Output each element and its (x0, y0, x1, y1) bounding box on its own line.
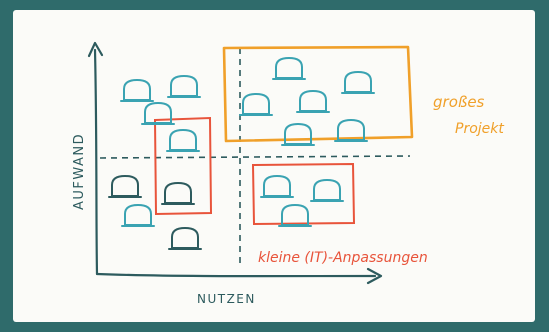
item-dome-15 (263, 175, 291, 197)
item-dome-17 (281, 204, 309, 226)
item-dome-6 (164, 182, 192, 204)
small-changes-label: kleine (IT)-Anpassungen (258, 250, 428, 266)
item-dome-13 (284, 123, 312, 145)
y-axis-label: AUFWAND (72, 133, 87, 210)
item-dome-3 (144, 102, 172, 124)
item-dome-14 (337, 119, 365, 141)
y-axis (87, 41, 104, 276)
big-project-label-line1: großes (433, 93, 485, 111)
item-dome-1 (123, 79, 151, 101)
x-axis-label: NUTZEN (197, 292, 256, 306)
small-changes-box-right (251, 162, 356, 226)
small-changes-box-left (153, 116, 213, 216)
item-dome-5 (111, 175, 139, 197)
item-dome-8 (171, 227, 199, 249)
item-dome-12 (299, 90, 327, 112)
item-dome-16 (313, 179, 341, 201)
item-dome-7 (124, 204, 152, 226)
big-project-label-line2: Projekt (455, 121, 504, 137)
big-project-box (222, 45, 414, 143)
item-dome-9 (275, 57, 303, 79)
whiteboard-card (13, 10, 535, 322)
horizontal-divider (99, 155, 411, 159)
items-group (108, 57, 375, 250)
item-dome-10 (344, 71, 372, 93)
item-dome-2 (170, 75, 198, 97)
item-dome-11 (242, 93, 270, 115)
x-axis (95, 267, 383, 285)
item-dome-4 (169, 129, 197, 151)
